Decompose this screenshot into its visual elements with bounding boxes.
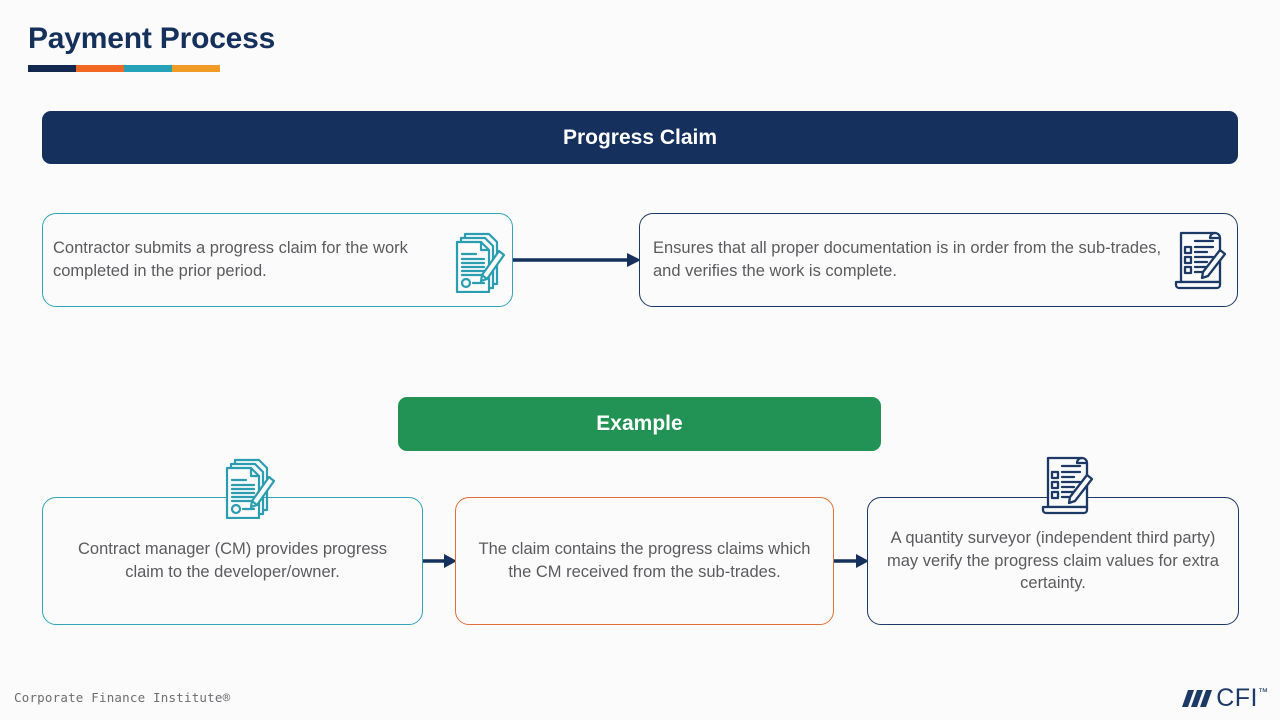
card-contractor-submits: Contractor submits a progress claim for … — [42, 213, 513, 307]
footer-credit: Corporate Finance Institute® — [14, 690, 231, 705]
accent-segment-2 — [76, 65, 124, 72]
cfi-logo-text: CFI — [1216, 684, 1258, 712]
title-accent-rule — [28, 65, 220, 72]
accent-segment-4 — [172, 65, 220, 72]
accent-segment-1 — [28, 65, 76, 72]
card-text: Ensures that all proper documentation is… — [653, 239, 1162, 280]
cfi-logo-bars-icon — [1182, 690, 1213, 707]
card-contract-manager-provides: Contract manager (CM) provides progress … — [42, 497, 423, 625]
section-header-progress-claim: Progress Claim — [42, 111, 1238, 164]
cfi-logo-trademark: ™ — [1258, 687, 1268, 698]
cfi-logo: CFI ™ — [1182, 686, 1268, 712]
page-title: Payment Process — [28, 22, 276, 55]
card-text: A quantity surveyor (independent third p… — [887, 528, 1219, 593]
arrow-right-icon — [513, 253, 641, 267]
accent-segment-3 — [124, 65, 172, 72]
arrow-right-icon — [423, 554, 457, 568]
card-text: Contract manager (CM) provides progress … — [77, 540, 388, 581]
card-claim-contains-progress-claims: The claim contains the progress claims w… — [455, 497, 834, 625]
card-text: The claim contains the progress claims w… — [478, 540, 811, 581]
arrow-right-icon — [834, 554, 869, 568]
card-ensures-documentation: Ensures that all proper documentation is… — [639, 213, 1238, 307]
section-header-example: Example — [398, 397, 881, 451]
card-quantity-surveyor-verifies: A quantity surveyor (independent third p… — [867, 497, 1239, 625]
card-text: Contractor submits a progress claim for … — [53, 239, 408, 280]
